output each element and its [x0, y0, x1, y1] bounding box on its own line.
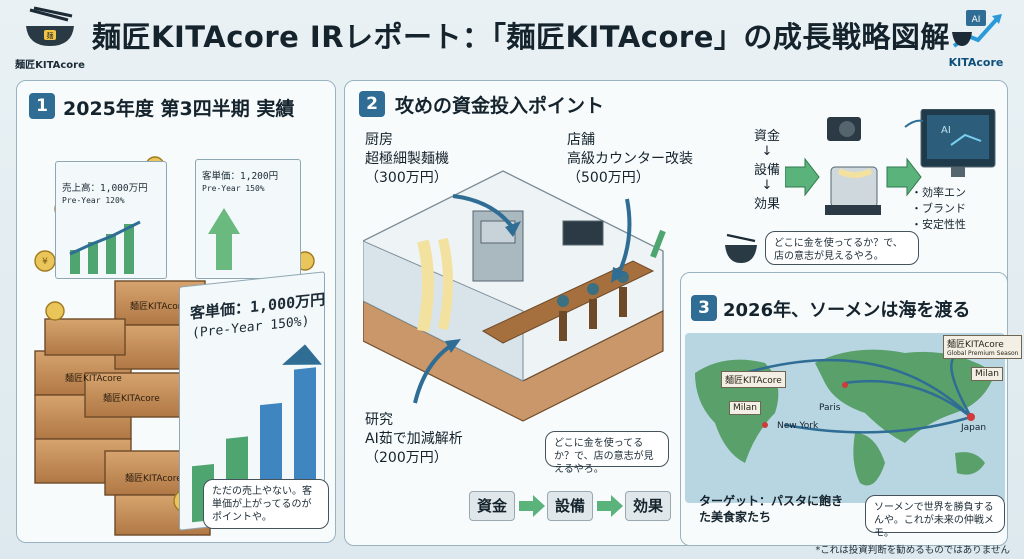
effect-item: ・ブランド: [911, 201, 966, 217]
research-label: 研究 AI茹で加減解析 （200万円）: [365, 411, 463, 468]
flow-vertical: 資金 ↓ 設備 ↓ 効果: [747, 125, 787, 212]
effect-bullet: ・: [911, 202, 922, 215]
brand-logo[interactable]: 麺 麺匠KITAcore: [10, 6, 90, 71]
store-illustration: [363, 170, 666, 422]
store-title: 店舗: [567, 132, 595, 148]
effect-bullet: ・: [911, 186, 922, 199]
arrow-right-icon: [597, 495, 623, 517]
ai-chart-icon: AI: [952, 10, 1002, 48]
spend-note-top: どこに金を使ってるか？で、店の意志が見えるやろ。: [765, 231, 919, 265]
effect-label: ブランド: [922, 202, 966, 215]
global-note: ソーメンで世界を勝負するんや。これが未来の仲戦メモ。: [865, 495, 1005, 539]
crate-label: 麺匠KITAcore: [103, 392, 160, 404]
kitchen-cost: （300万円）: [365, 170, 448, 186]
results-note: ただの売上やない。客単価が上がってるのがポイントや。: [203, 479, 329, 529]
tag-milan-left: Milan: [729, 401, 761, 415]
flow-capital: 資金: [469, 491, 515, 521]
sales-label: 売上高：1,000万円: [62, 183, 148, 194]
brand-name: 麺匠KITAcore: [15, 60, 85, 71]
callout-arrows: [413, 194, 632, 404]
label-japan: Japan: [961, 423, 987, 433]
flow-effect: 効果: [625, 491, 671, 521]
panel-1-title: 2025年度 第3四半期 実績: [63, 98, 295, 120]
up-arrow-icon: [208, 208, 240, 270]
kitchen-title: 厨房: [365, 132, 393, 148]
effect-item: ・安定性性: [911, 217, 966, 233]
sales-card: 売上高：1,000万円 Pre-Year 120%: [55, 161, 167, 279]
tag-kitacore-left: 麺匠KITAcore: [721, 371, 786, 388]
kitacore-name: KITAcore: [948, 56, 1004, 69]
customer-label: 客単価：1,200円: [202, 171, 279, 182]
research-title: 研究: [365, 412, 393, 428]
coin-symbol: ¥: [42, 257, 48, 267]
panel-results: 1 2025年度 第3四半期 実績 麺匠KITAcore 麺匠KITAcore …: [16, 80, 336, 543]
disclaimer: *これは投資判断を勧めるものではありません: [815, 545, 1010, 556]
panel-3-badge: 3: [691, 295, 717, 321]
ai-chip-label: AI: [972, 15, 981, 25]
tag-kitacore-top-title: 麺匠KITAcore: [947, 340, 1004, 350]
sales-bars: [69, 220, 141, 274]
flow-v-equipment: 設備: [753, 163, 780, 178]
effect-bullet: ・: [911, 218, 922, 231]
kitchen-item: 超極細製麺機: [365, 151, 449, 167]
tag-milan-right: Milan: [971, 367, 1003, 381]
tag-kitacore-top: 麺匠KITAcore Global Premium Season: [943, 335, 1023, 359]
kitacore-logo[interactable]: AI KITAcore: [938, 6, 1014, 70]
research-item: AI茹で加減解析: [365, 431, 463, 447]
header: 麺 麺匠KITAcore 麺匠KITAcore IRレポート：「麺匠KITAco…: [0, 0, 1024, 74]
target-label: ターゲット：パスタに飽きた美食家たち: [699, 494, 844, 524]
chip-glyph: 麺: [47, 31, 54, 40]
crate-label: 麺匠KITAcore: [130, 300, 187, 312]
crate-label: 麺匠KITAcore: [125, 472, 182, 484]
customer-card: 客単価：1,200円 Pre-Year 150%: [195, 159, 301, 279]
store-item: 高級カウンター改装: [567, 151, 693, 167]
panel-global: 3 2026年、ソーメンは海を渡る 麺匠KITAcore Global Prem…: [680, 272, 1023, 546]
label-new-york: New York: [777, 421, 819, 431]
panel-2-badge: 2: [359, 91, 385, 117]
effects-list: ・効率エン ・ブランド ・安定性性: [911, 185, 966, 233]
research-cost: （200万円）: [365, 450, 448, 466]
customer-sub: Pre-Year 150%: [202, 184, 265, 193]
flow-v-capital: 資金: [753, 129, 780, 144]
effect-label: 効率エン: [922, 186, 966, 199]
ai-screen-label: AI: [941, 125, 951, 136]
ramen-bowl-icon: 麺: [26, 6, 74, 46]
page-title: 麺匠KITAcore IRレポート：「麺匠KITAcore」の成長戦略図解: [92, 20, 950, 54]
effect-label: 安定性性: [922, 218, 966, 231]
bowl-icon: [725, 233, 757, 263]
panel-3-title: 2026年、ソーメンは海を渡る: [723, 300, 971, 321]
kitchen-label: 厨房 超極細製麺機 （300万円）: [365, 131, 449, 188]
tag-kitacore-top-sub: Global Premium Season: [947, 350, 1019, 357]
store-label: 店舗 高級カウンター改装 （500万円）: [567, 131, 693, 188]
store-cost: （500万円）: [567, 170, 650, 186]
arrow-right-icon: [519, 495, 545, 517]
flow-equipment: 設備: [547, 491, 593, 521]
panel-1-badge: 1: [29, 93, 55, 119]
flow-illustration: AI: [785, 109, 996, 215]
flow-v-effect: 効果: [753, 197, 780, 212]
effect-item: ・効率エン: [911, 185, 966, 201]
crate-label: 麺匠KITAcore: [65, 372, 122, 384]
sales-sub: Pre-Year 120%: [62, 196, 125, 205]
flow-v-arrow-2: ↓: [761, 178, 773, 193]
label-paris: Paris: [819, 403, 841, 413]
flow-v-arrow-1: ↓: [761, 144, 773, 159]
spend-note-bottom: どこに金を使ってるか？で、店の意志が見えるやろ。: [545, 431, 669, 475]
panel-2-title: 攻めの資金投入ポイント: [395, 95, 605, 117]
